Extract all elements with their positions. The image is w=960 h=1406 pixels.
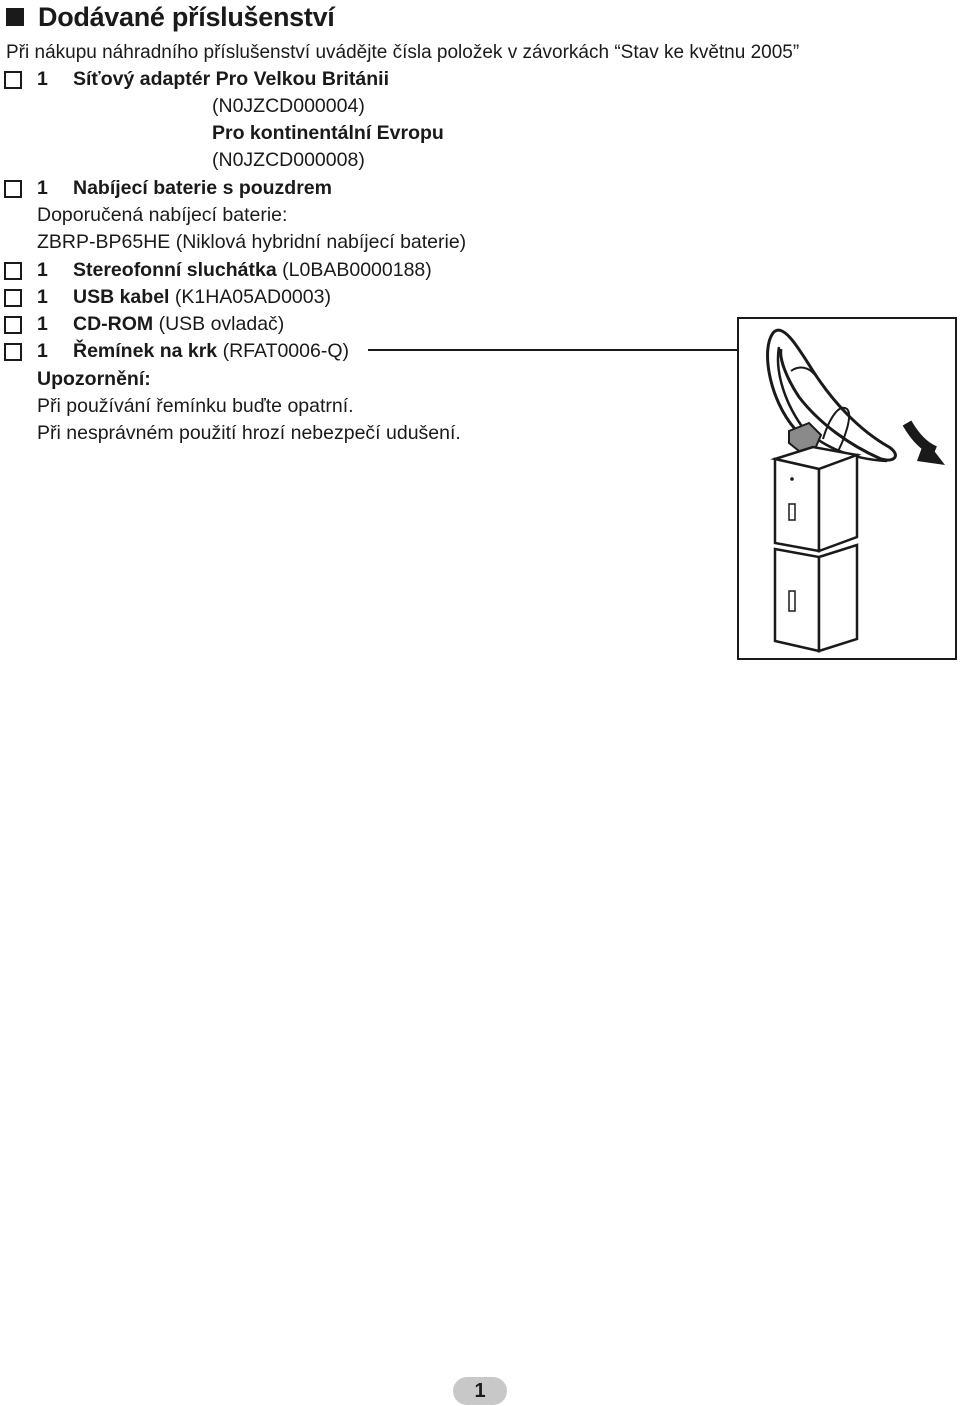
item-name: Řemínek na krk xyxy=(73,340,218,362)
warning-line: Při používání řemínku buďte opatrní. xyxy=(37,395,354,417)
intro-text: Při nákupu náhradního příslušenství uvád… xyxy=(6,42,800,63)
page-number-badge: 1 xyxy=(453,1377,507,1405)
strap-device-drawing xyxy=(766,328,945,653)
warning-heading: Upozornění: xyxy=(37,368,151,390)
adapter-code-eu: (N0JZCD000008) xyxy=(212,149,365,171)
device-slot-icon xyxy=(788,590,796,612)
battery-model: ZBRP-BP65HE (Niklová hybridní nabíjecí b… xyxy=(37,231,467,253)
device-led-icon xyxy=(790,477,794,481)
item-quantity: 1 xyxy=(37,68,48,90)
square-bullet-icon xyxy=(6,8,24,26)
adapter-continental: Pro kontinentální Evropu xyxy=(212,122,444,144)
list-item: Řemínek na krk (RFAT0006-Q) xyxy=(73,338,349,364)
checkbox-icon xyxy=(4,262,22,280)
item-name: Stereofonní sluchátka xyxy=(73,259,277,281)
device-lower-front xyxy=(773,547,821,653)
item-code: (K1HA05AD0003) xyxy=(174,286,331,308)
device-upper-front xyxy=(773,457,821,553)
list-item: Stereofonní sluchátka (L0BAB0000188) xyxy=(73,257,432,283)
warning-line: Při nesprávném použití hrozí nebezpečí u… xyxy=(37,422,461,444)
list-item: Nabíjecí baterie s pouzdrem xyxy=(73,175,332,201)
section-heading: Dodávané příslušenství xyxy=(6,2,335,32)
item-quantity: 1 xyxy=(37,177,48,199)
adapter-code-uk: (N0JZCD000004) xyxy=(212,95,365,117)
checkbox-icon xyxy=(4,316,22,334)
item-code: (USB ovladač) xyxy=(158,313,285,335)
item-quantity: 1 xyxy=(37,340,48,362)
item-name: USB kabel xyxy=(73,286,170,308)
item-quantity: 1 xyxy=(37,313,48,335)
callout-leader-line xyxy=(368,349,737,351)
item-name: CD-ROM xyxy=(73,313,154,335)
list-item: CD-ROM (USB ovladač) xyxy=(73,311,284,337)
strap-fold-line xyxy=(790,366,816,376)
strap-cord-line xyxy=(822,406,851,458)
device-upper-side xyxy=(817,453,859,553)
checkbox-icon xyxy=(4,343,22,361)
neck-strap-illustration xyxy=(737,317,957,660)
battery-recommended: Doporučená nabíjecí baterie: xyxy=(37,204,288,226)
device-lower-side xyxy=(817,543,859,653)
checkbox-icon xyxy=(4,71,22,89)
item-code: (L0BAB0000188) xyxy=(282,259,432,281)
item-quantity: 1 xyxy=(37,259,48,281)
item-name: Nabíjecí baterie s pouzdrem xyxy=(73,177,332,199)
checkbox-icon xyxy=(4,180,22,198)
item-name: Síťový adaptér Pro Velkou Británii xyxy=(73,68,390,90)
device-button-icon xyxy=(788,503,796,521)
page-title: Dodávané příslušenství xyxy=(38,1,335,32)
arrow-head-icon xyxy=(917,439,945,465)
list-item: Síťový adaptér Pro Velkou Británii xyxy=(73,66,389,92)
strap-outer-line xyxy=(766,328,897,462)
list-item: USB kabel (K1HA05AD0003) xyxy=(73,284,331,310)
item-quantity: 1 xyxy=(37,286,48,308)
item-code: (RFAT0006-Q) xyxy=(222,340,349,362)
checkbox-icon xyxy=(4,289,22,307)
